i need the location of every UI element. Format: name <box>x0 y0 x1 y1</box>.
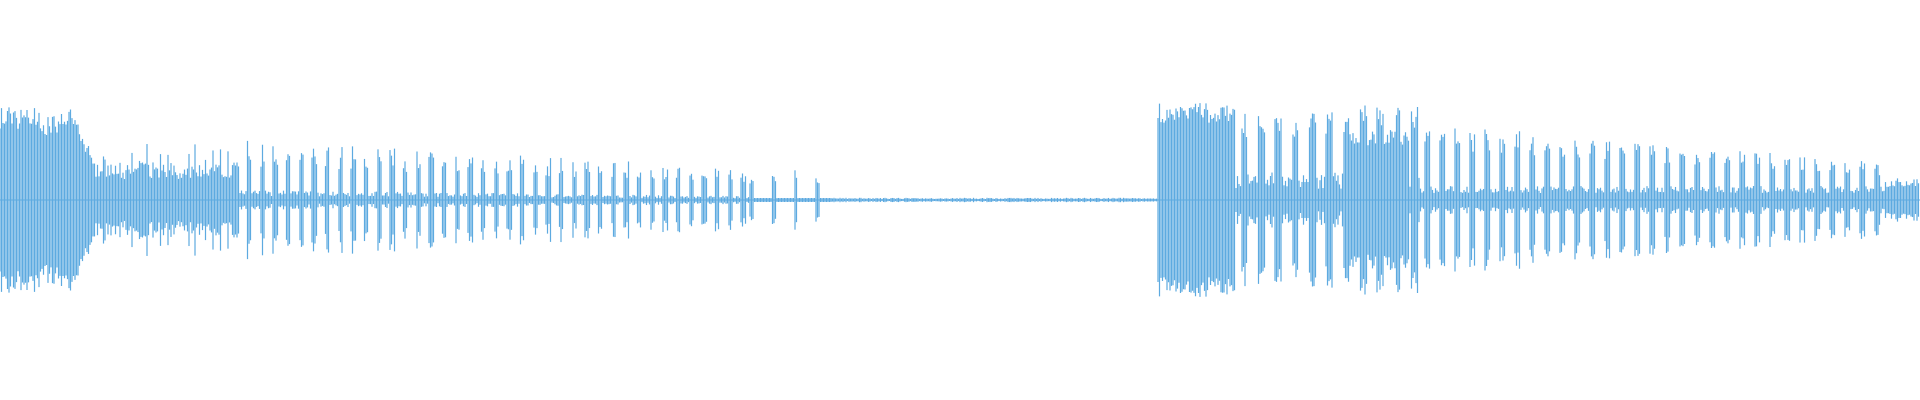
waveform-container <box>0 103 1920 297</box>
audio-waveform <box>0 103 1920 297</box>
